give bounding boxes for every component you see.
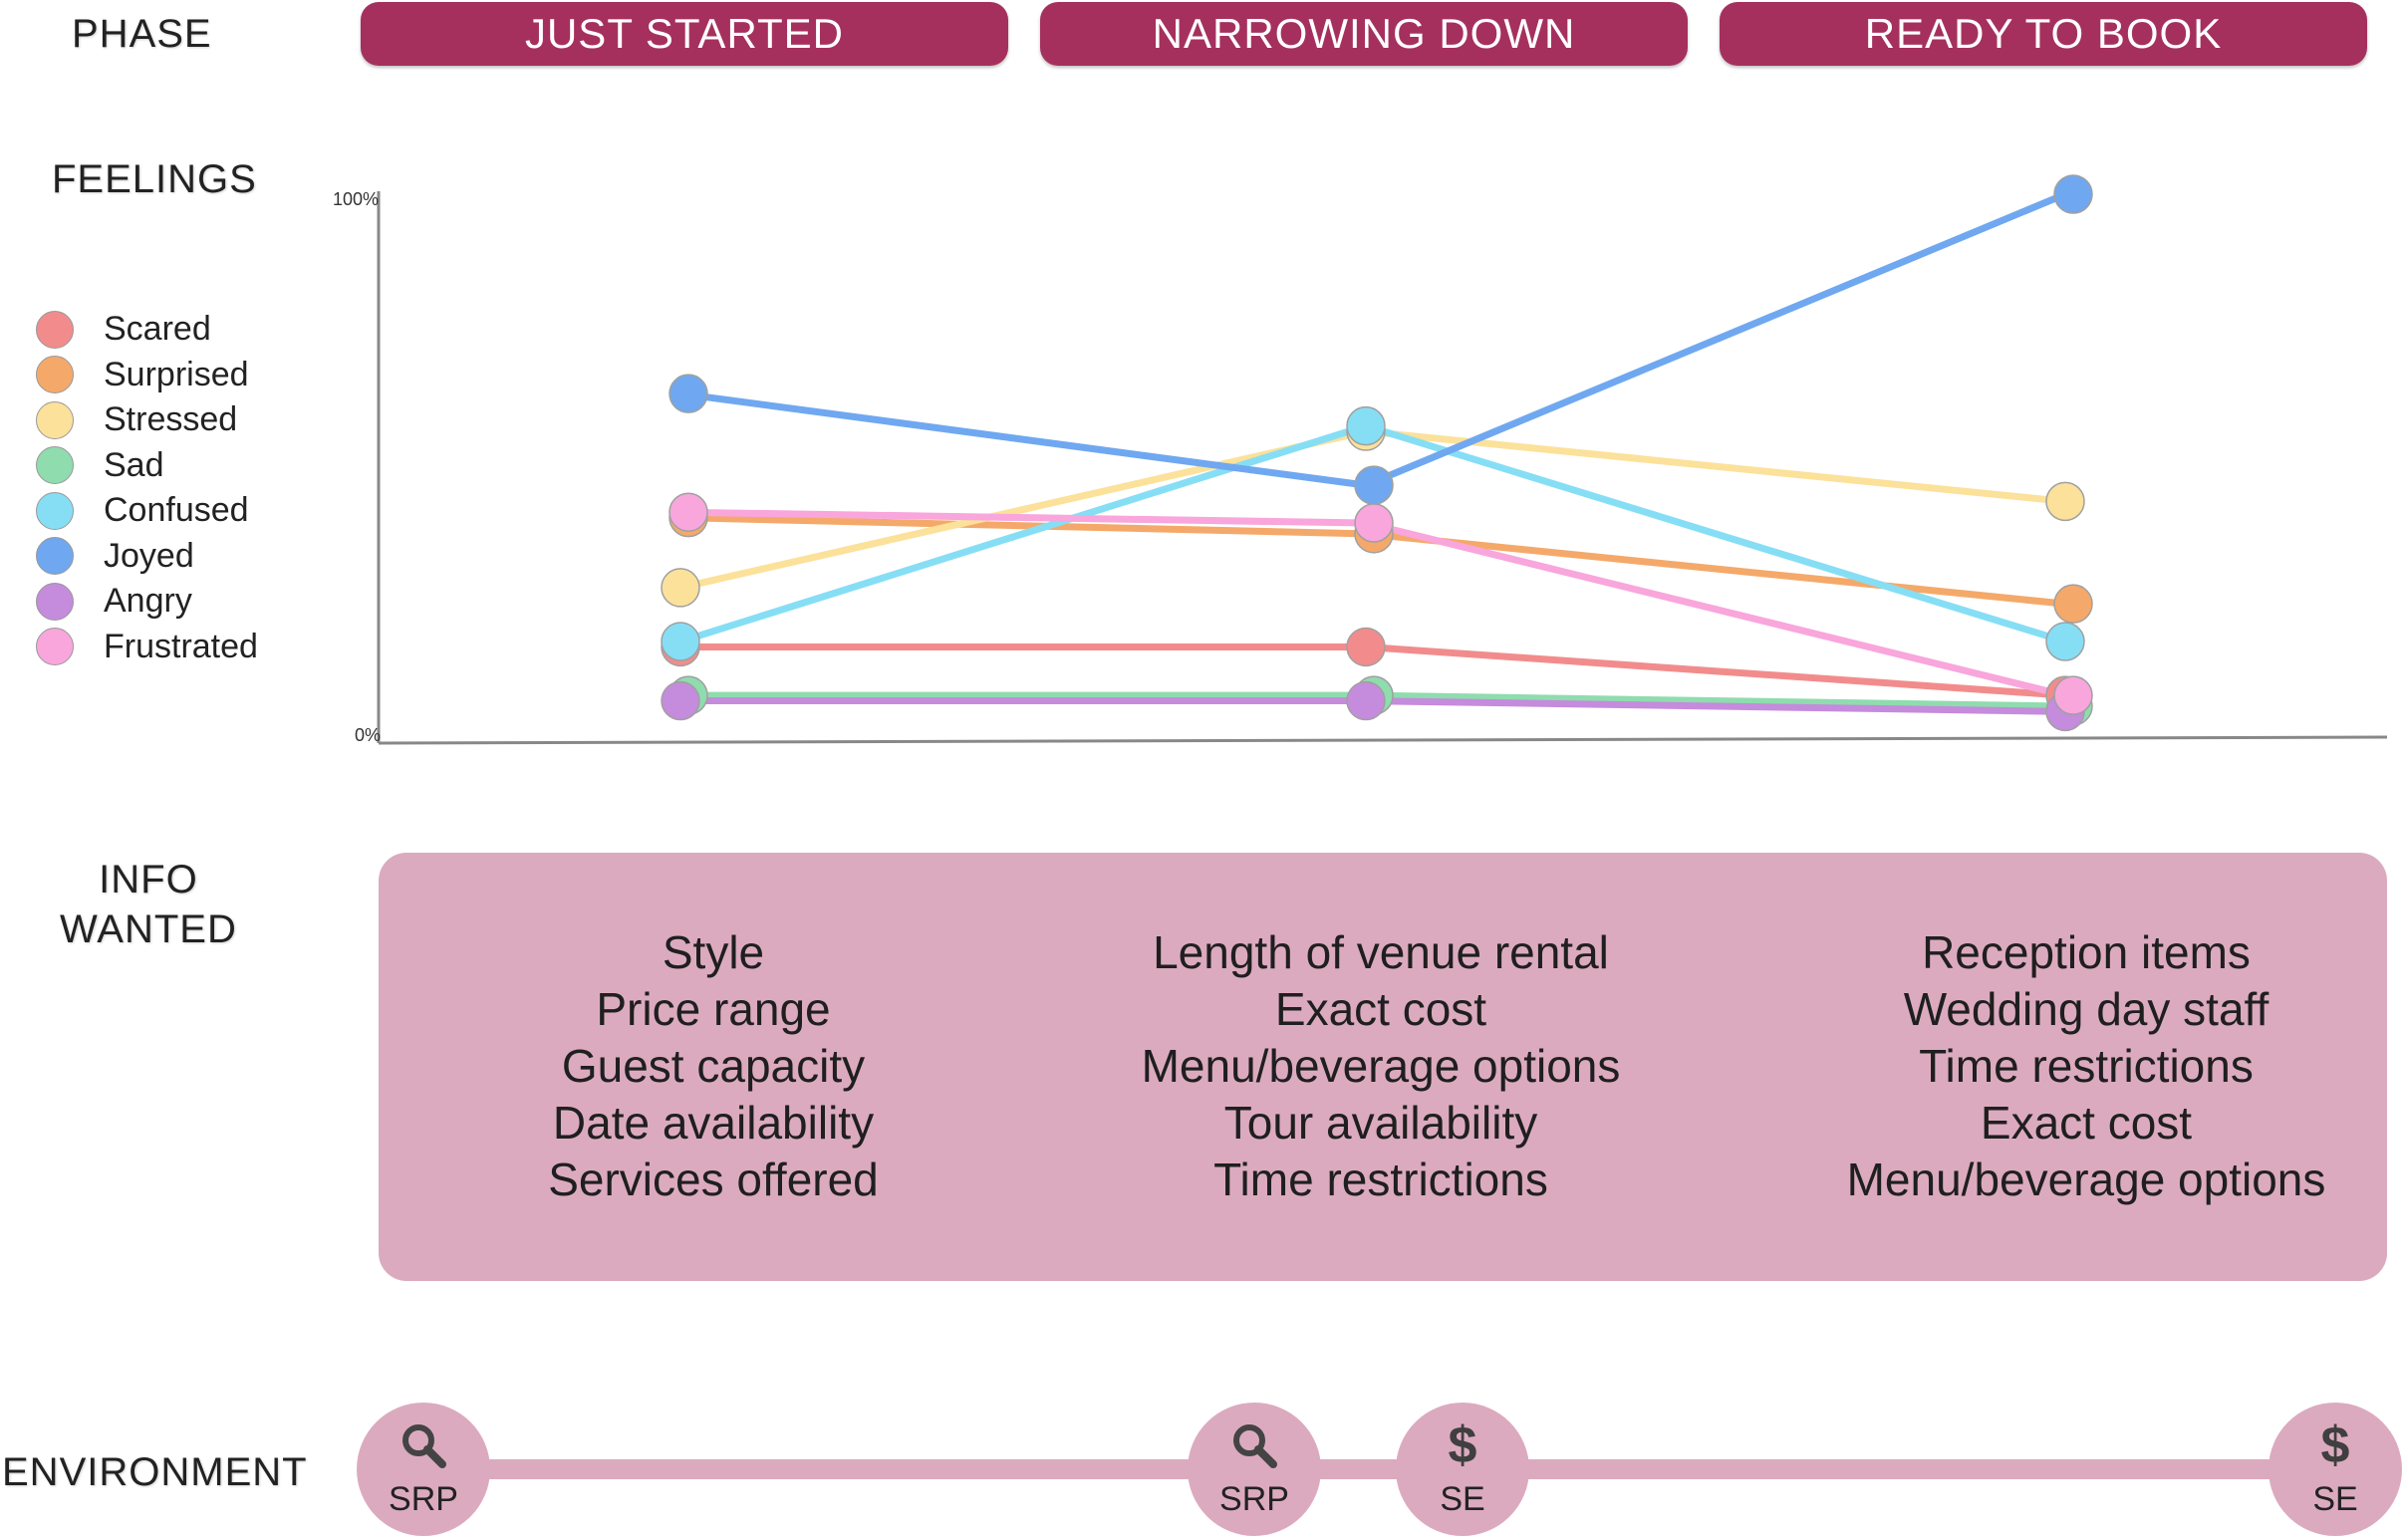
legend-swatch xyxy=(36,400,74,439)
legend-item-stressed: Stressed xyxy=(36,397,258,443)
legend-swatch xyxy=(36,537,74,576)
feelings-row-label: FEELINGS xyxy=(52,157,257,201)
legend-label: Sad xyxy=(104,445,164,484)
environment-node-label: SRP xyxy=(1219,1480,1289,1518)
data-point-angry xyxy=(1346,680,1386,721)
data-point-confused xyxy=(2045,622,2085,661)
info-label-line2: WANTED xyxy=(60,907,237,951)
data-point-confused xyxy=(661,622,700,661)
legend-swatch xyxy=(36,582,74,621)
environment-node-label: SRP xyxy=(389,1480,458,1518)
info-column-ready-to-book: Reception items Wedding day staff Time r… xyxy=(1767,924,2403,1208)
info-item: Exact cost xyxy=(1274,983,1487,1035)
data-point-joyed xyxy=(1354,465,1394,505)
legend-item-surprised: Surprised xyxy=(36,353,258,398)
data-point-joyed xyxy=(668,374,708,413)
dollar-icon: $ xyxy=(2320,1416,2350,1474)
info-item: Menu/beverage options xyxy=(1846,1154,2326,1205)
info-item: Guest capacity xyxy=(561,1040,866,1092)
dollar-icon: $ xyxy=(1448,1416,1477,1474)
data-point-stressed xyxy=(2045,481,2085,522)
legend-label: Surprised xyxy=(104,355,249,393)
search-icon xyxy=(402,1424,446,1468)
info-item: Exact cost xyxy=(1980,1097,2193,1149)
data-point-joyed xyxy=(2053,174,2093,214)
info-item: Style xyxy=(662,926,765,978)
data-point-scared xyxy=(1346,627,1386,667)
data-point-frustrated xyxy=(668,492,708,532)
environment-node-srp: SRP xyxy=(1188,1403,1321,1536)
environment-timeline xyxy=(438,1459,2351,1479)
info-column-narrowing-down: Length of venue rental Exact cost Menu/b… xyxy=(1062,924,1700,1208)
environment-node-se: $ SE xyxy=(1396,1403,1529,1536)
search-icon xyxy=(1233,1424,1277,1468)
legend-swatch xyxy=(36,356,74,394)
environment-row-label: ENVIRONMENT xyxy=(2,1450,308,1494)
info-column-just-started: Style Price range Guest capacity Date av… xyxy=(395,924,1032,1208)
environment-node-srp: SRP xyxy=(357,1403,490,1536)
legend-swatch xyxy=(36,310,74,349)
legend-label: Stressed xyxy=(104,400,238,439)
legend-label: Confused xyxy=(104,491,249,530)
x-axis xyxy=(378,735,2388,745)
data-point-frustrated xyxy=(1354,503,1394,543)
legend-swatch xyxy=(36,491,74,530)
feelings-legend: Scared Surprised Stressed Sad Confused J… xyxy=(36,307,258,669)
info-wanted-panel: Style Price range Guest capacity Date av… xyxy=(379,853,2387,1281)
info-item: Date availability xyxy=(552,1097,875,1149)
info-item: Services offered xyxy=(548,1154,879,1205)
phase-ready-to-book: READY TO BOOK xyxy=(1720,2,2367,66)
data-point-angry xyxy=(661,680,700,721)
legend-swatch xyxy=(36,446,74,485)
environment-node-label: SE xyxy=(2312,1480,2358,1518)
legend-item-confused: Confused xyxy=(36,488,258,534)
info-item: Tour availability xyxy=(1223,1097,1538,1149)
legend-label: Scared xyxy=(104,310,211,349)
legend-label: Frustrated xyxy=(104,627,258,665)
series-points xyxy=(661,174,2093,732)
legend-swatch xyxy=(36,628,74,666)
data-point-stressed xyxy=(661,568,700,608)
info-item: Price range xyxy=(596,983,831,1035)
info-item: Time restrictions xyxy=(1213,1154,1548,1205)
info-item: Time restrictions xyxy=(1919,1040,2254,1092)
environment-node-label: SE xyxy=(1440,1480,1485,1518)
legend-item-joyed: Joyed xyxy=(36,534,258,580)
data-point-confused xyxy=(1346,405,1386,446)
phase-row-label: PHASE xyxy=(72,12,212,56)
legend-item-scared: Scared xyxy=(36,307,258,353)
legend-label: Angry xyxy=(104,582,192,621)
info-wanted-row-label: INFO WANTED xyxy=(60,855,237,954)
feelings-line-chart: 100% 0% xyxy=(333,174,2388,745)
legend-item-angry: Angry xyxy=(36,579,258,625)
y-tick-bottom: 0% xyxy=(355,725,381,745)
y-tick-top: 100% xyxy=(333,189,379,209)
environment-node-se: $ SE xyxy=(2269,1403,2402,1536)
info-label-line1: INFO xyxy=(99,858,198,901)
info-item: Length of venue rental xyxy=(1153,926,1609,978)
phase-narrowing-down: NARROWING DOWN xyxy=(1040,2,1688,66)
legend-label: Joyed xyxy=(104,536,194,575)
legend-item-frustrated: Frustrated xyxy=(36,625,258,670)
info-item: Wedding day staff xyxy=(1903,983,2270,1035)
legend-item-sad: Sad xyxy=(36,443,258,489)
info-item: Reception items xyxy=(1922,926,2251,978)
data-point-surprised xyxy=(2053,584,2093,624)
data-point-frustrated xyxy=(2053,675,2093,715)
info-item: Menu/beverage options xyxy=(1141,1040,1621,1092)
phase-just-started: JUST STARTED xyxy=(361,2,1008,66)
